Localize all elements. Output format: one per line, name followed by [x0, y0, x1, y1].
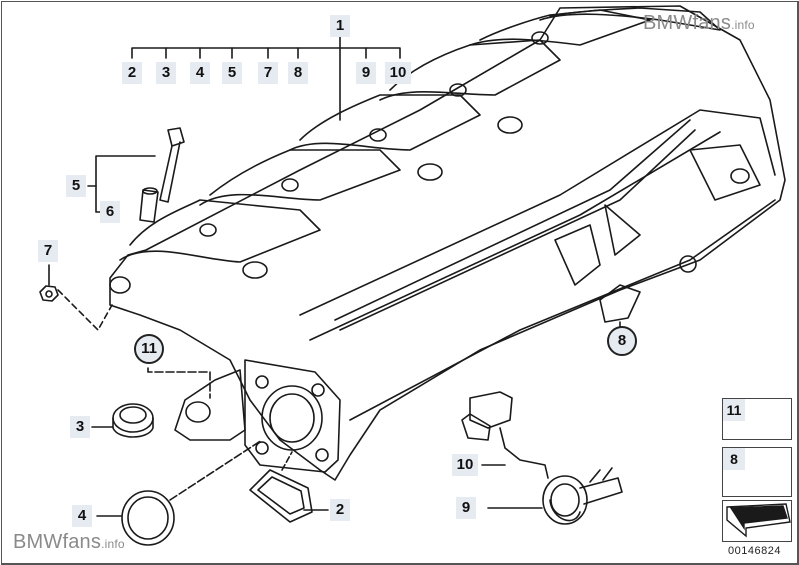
leader-5-6 — [95, 155, 156, 213]
callout-10-top: 10 — [385, 62, 411, 84]
callout-9: 9 — [456, 497, 476, 519]
legend-item-8: 8 — [723, 448, 745, 470]
legend-panel-nut: 11 — [722, 398, 792, 440]
callout-3-top: 3 — [156, 62, 176, 84]
callout-5: 5 — [66, 175, 86, 197]
callout-8: 8 — [607, 326, 637, 356]
callout-2: 2 — [330, 499, 350, 521]
legend-panel-clip: 8 — [722, 447, 792, 497]
legend-panel-arrow — [722, 500, 792, 542]
callout-10: 10 — [452, 454, 478, 476]
callout-3: 3 — [70, 416, 90, 438]
o-ring-part — [121, 490, 175, 546]
manifold-body — [109, 5, 786, 481]
callout-7-top: 7 — [258, 62, 278, 84]
legend-item-11: 11 — [723, 399, 745, 421]
callout-8-top: 8 — [288, 62, 308, 84]
callout-6: 6 — [100, 201, 120, 223]
diagram-number: 00146824 — [728, 545, 781, 557]
ring-seal-part — [112, 403, 154, 438]
leader-tree-1 — [131, 33, 401, 121]
bolt-part — [159, 127, 185, 203]
callout-4: 4 — [72, 505, 92, 527]
callout-7: 7 — [38, 240, 58, 262]
callout-11: 11 — [134, 334, 164, 364]
gasket-part — [249, 469, 313, 523]
watermark-bottom-left: BMWfans.info — [13, 531, 125, 553]
callout-5-top: 5 — [222, 62, 242, 84]
sleeve-part — [139, 189, 159, 223]
callout-4-top: 4 — [190, 62, 210, 84]
actuator-part — [542, 467, 623, 525]
callout-2-top: 2 — [122, 62, 142, 84]
nut-part — [39, 285, 59, 302]
callout-1: 1 — [330, 15, 350, 37]
watermark-top-right: BMWfans.info — [643, 12, 755, 34]
callout-9-top: 9 — [356, 62, 376, 84]
sensor-part — [461, 391, 549, 479]
